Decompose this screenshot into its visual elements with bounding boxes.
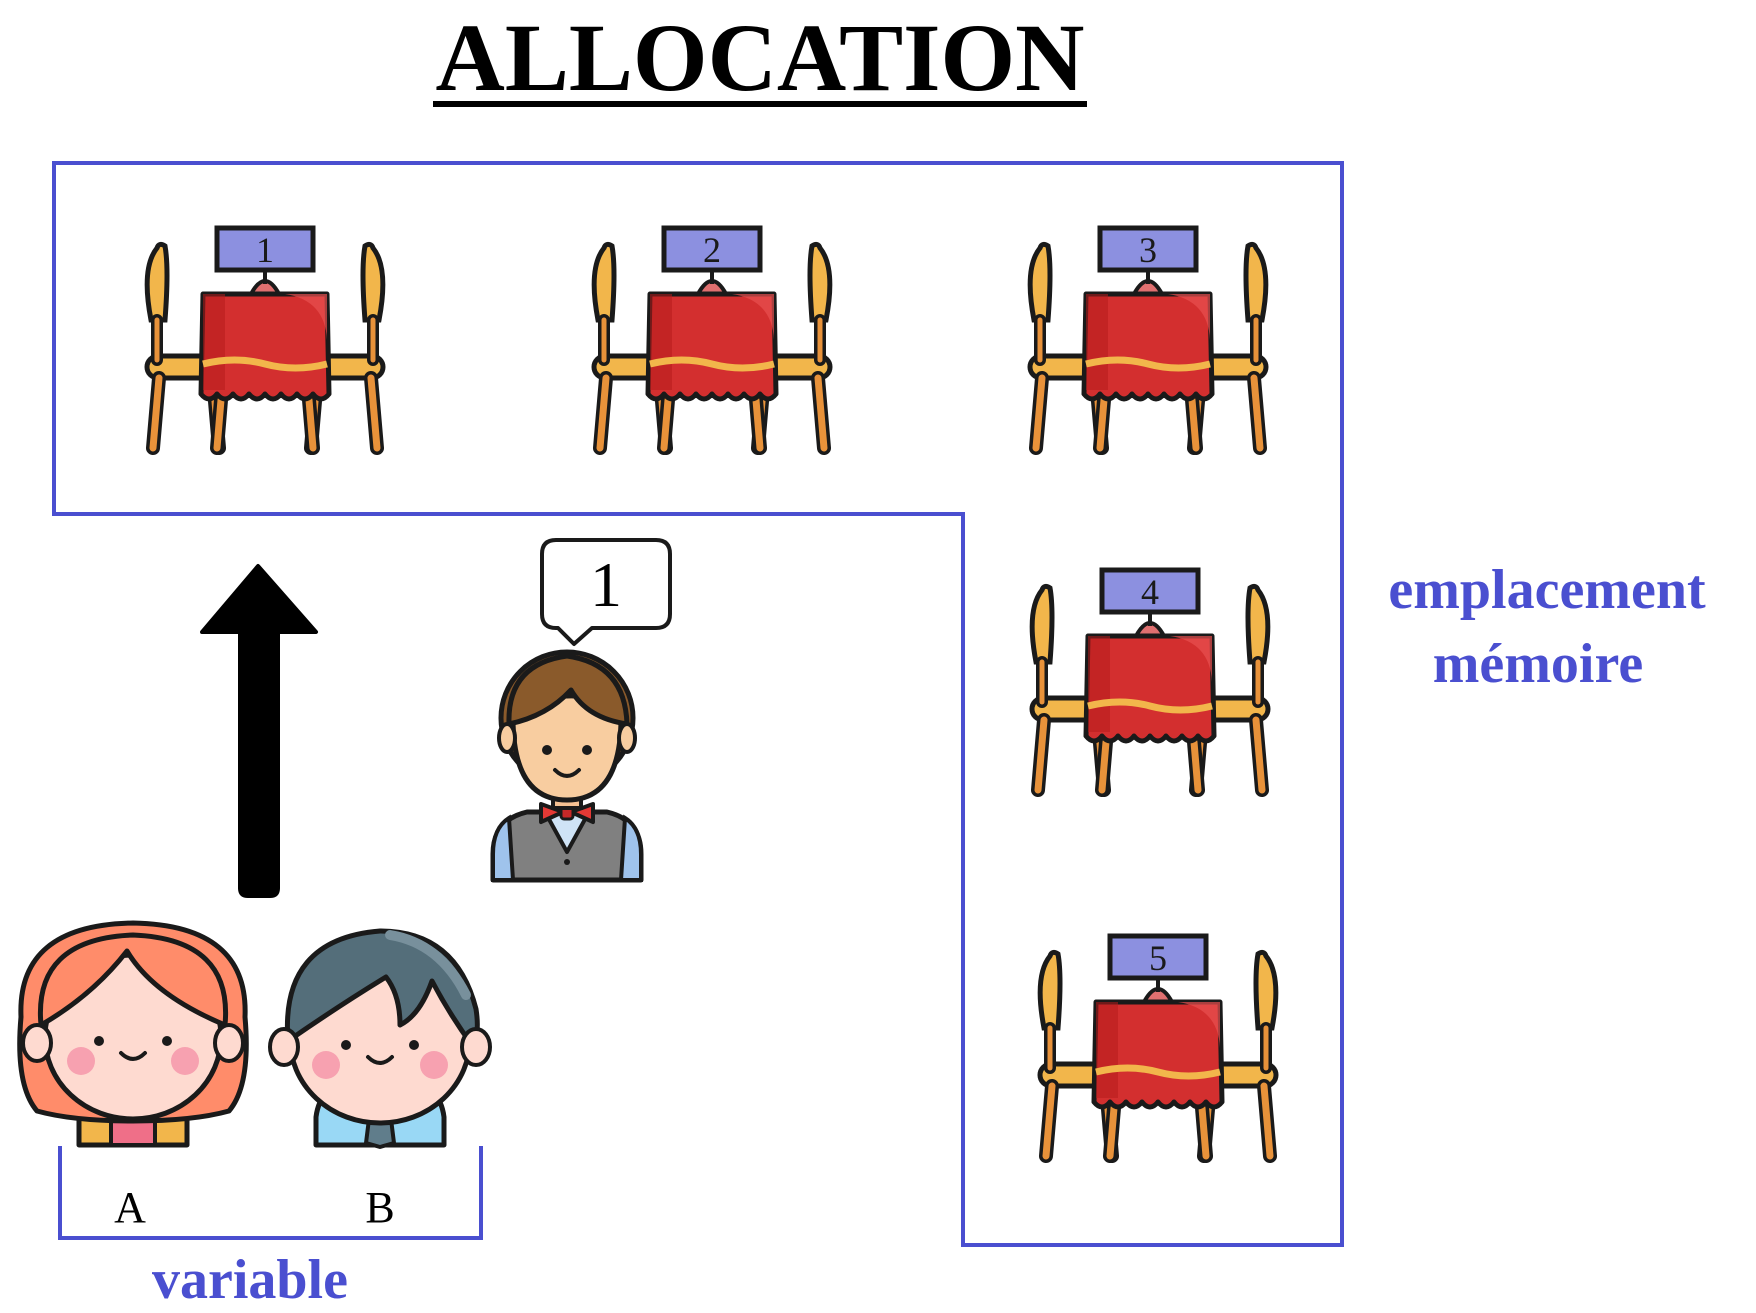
speech-bubble: 1 (540, 538, 672, 646)
person-label-a: A (114, 1183, 146, 1232)
table-number: 1 (256, 230, 274, 270)
table-1: 1 (147, 225, 383, 448)
table-number: 2 (703, 230, 721, 270)
table-number: 3 (1139, 230, 1157, 270)
woman-icon (17, 920, 249, 1148)
table-4: 4 (1032, 567, 1268, 790)
table-number-sign (1097, 225, 1199, 273)
speech-bubble-text: 1 (590, 549, 622, 620)
dining-table-icon (1040, 952, 1276, 1156)
table-number-sign (214, 225, 316, 273)
table-5: 5 (1040, 933, 1276, 1156)
dining-table-icon (594, 244, 830, 448)
man-icon (268, 928, 492, 1149)
arrow-up-icon (200, 564, 318, 898)
table-number-sign (1099, 567, 1201, 615)
table-number: 5 (1149, 938, 1167, 978)
diagram-title: ALLOCATION (436, 4, 1085, 111)
waiter-icon (490, 649, 644, 883)
table-number-sign (1107, 933, 1209, 981)
memory-location-label-line2: mémoire (1433, 633, 1643, 695)
variable-label: variable (152, 1249, 348, 1311)
table-3: 3 (1030, 225, 1266, 448)
table-2: 2 (594, 225, 830, 448)
table-number-sign (661, 225, 763, 273)
person-label-b: B (365, 1183, 394, 1232)
dining-table-icon (147, 244, 383, 448)
memory-location-label-line1: emplacement (1388, 559, 1706, 621)
memory-region-outline (52, 161, 1344, 1247)
variable-bracket (58, 1146, 483, 1240)
table-number: 4 (1141, 572, 1159, 612)
tables-layer: 1 2 3 4 5 (147, 225, 1276, 1156)
dining-table-icon (1032, 586, 1268, 790)
dining-table-icon (1030, 244, 1266, 448)
